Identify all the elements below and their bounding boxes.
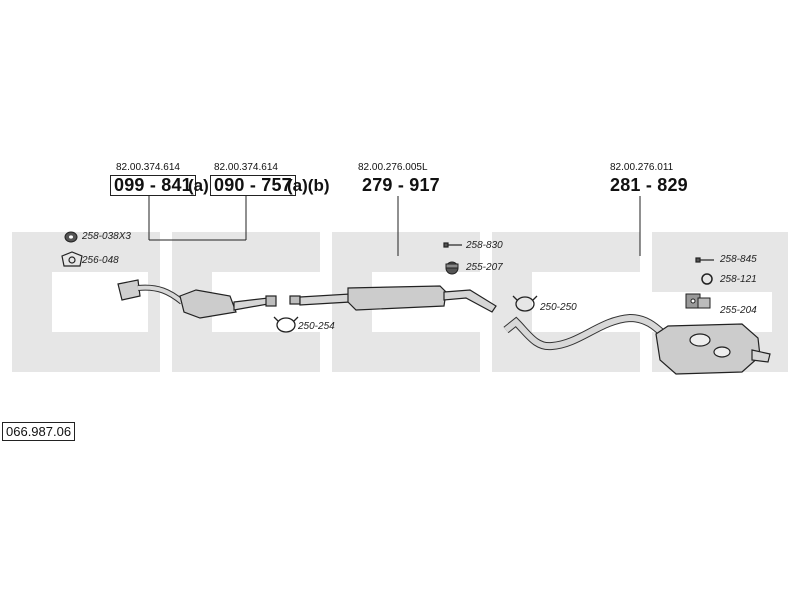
diagram-reference: 066.987.06 xyxy=(2,422,76,441)
oem-number: 82.00.374.614 xyxy=(214,162,278,173)
rear-silencer-part xyxy=(503,313,771,375)
part-number[interactable]: 099 - 841 xyxy=(110,175,196,196)
accessory-label[interactable]: 256-048 xyxy=(82,255,119,266)
bracket-icon xyxy=(685,293,711,309)
accessory-label[interactable]: 258-121 xyxy=(720,274,757,285)
part-suffix: (a)(b) xyxy=(287,176,330,195)
oem-number: 82.00.276.005L xyxy=(358,162,428,173)
accessory-label[interactable]: 250-254 xyxy=(298,321,335,332)
part-number[interactable]: 279 - 917 xyxy=(362,175,440,195)
oem-number: 82.00.276.011 xyxy=(610,162,674,173)
flange-gasket-icon xyxy=(61,251,83,267)
oem-number: 82.00.374.614 xyxy=(116,162,180,173)
centre-silencer-part xyxy=(289,285,497,313)
accessory-label[interactable]: 255-204 xyxy=(720,305,757,316)
rubber-mount-icon xyxy=(445,261,459,275)
accessory-label[interactable]: 258-830 xyxy=(466,240,503,251)
clamp-icon xyxy=(273,316,299,333)
bolt-icon xyxy=(443,242,462,248)
gasket-icon xyxy=(64,231,78,243)
accessory-label[interactable]: 258-845 xyxy=(720,254,757,265)
ring-icon xyxy=(701,273,713,285)
part-suffix: (a) xyxy=(188,176,209,195)
part-number[interactable]: 090 - 757 xyxy=(210,175,296,196)
leader-lines xyxy=(148,196,641,256)
catalytic-converter-part xyxy=(117,279,277,319)
bolt-icon xyxy=(695,257,714,263)
part-number[interactable]: 281 - 829 xyxy=(610,175,688,195)
accessory-label[interactable]: 258-038X3 xyxy=(82,231,131,242)
clamp-icon xyxy=(512,295,538,312)
accessory-label[interactable]: 255-207 xyxy=(466,262,503,273)
accessory-label[interactable]: 250-250 xyxy=(540,302,577,313)
